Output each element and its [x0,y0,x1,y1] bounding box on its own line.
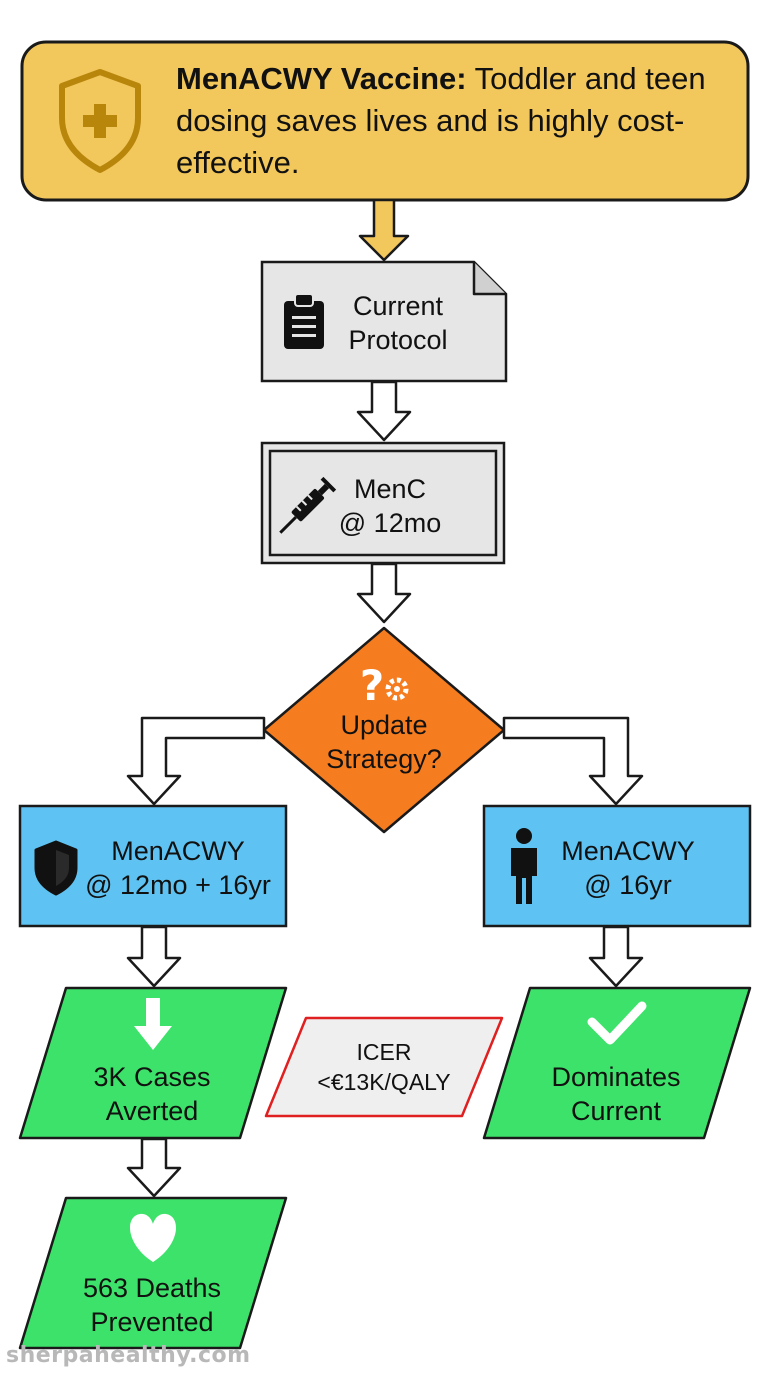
menc-line1: MenC [353,474,427,504]
icer-label: ICER <€13K/QALY [300,1034,468,1100]
option-right-line1: MenACWY [561,836,695,866]
shield-plus-icon [59,69,141,173]
icer-box [264,1016,504,1118]
option-left-label: MenACWY @ 12mo + 16yr [76,832,280,904]
decision-diamond [262,626,506,834]
cases-box [18,986,288,1140]
deaths-box [18,1196,288,1350]
svg-text:?: ? [360,661,384,710]
header-title-bold: MenACWY Vaccine: [176,61,467,96]
cases-line1: 3K Cases [93,1062,211,1092]
arrow-cases-to-deaths [126,1137,182,1198]
cases-label: 3K Cases Averted [62,1058,242,1130]
check-icon [587,1001,647,1045]
deaths-label: 563 Deaths Prevented [58,1270,246,1340]
menc-line2: @ 12mo [338,508,442,538]
watermark: sherpahealthy.com [6,1343,251,1368]
dominates-line2: Current [570,1096,662,1126]
deaths-line1: 563 Deaths [82,1273,222,1303]
arrow-decision-to-left [126,716,266,806]
cases-line2: Averted [105,1096,199,1126]
current-protocol-label: Current Protocol [334,286,462,360]
decision-label: Update Strategy? [310,706,458,778]
syringe-icon [279,476,337,534]
header-title-rest: Toddler and teen dosing saves lives and … [176,61,706,180]
decision-line2: Strategy? [326,744,442,774]
shield-icon [34,840,78,896]
down-arrow-icon [134,998,172,1050]
header-title: MenACWY Vaccine: Toddler and teen dosing… [176,58,736,184]
dominates-line1: Dominates [551,1062,681,1092]
person-icon [511,828,537,904]
dominates-box [482,986,752,1140]
arrow-right-to-dominates [588,925,644,988]
option-left-line2: @ 12mo + 16yr [85,870,271,900]
option-right-label: MenACWY @ 16yr [550,832,706,904]
decision-line1: Update [340,710,428,740]
heart-icon [130,1213,176,1262]
arrow-decision-to-right [502,716,644,806]
current-protocol-line2: Protocol [348,325,448,355]
arrow-menc-to-decision [356,562,412,624]
clipboard-icon [284,293,324,349]
menc-label: MenC @ 12mo [330,470,450,542]
arrow-left-to-cases [126,925,182,988]
arrow-header-to-protocol [358,198,410,262]
option-left-line1: MenACWY [111,836,245,866]
deaths-line2: Prevented [90,1307,214,1337]
current-protocol-line1: Current [352,291,444,321]
arrow-protocol-to-menc [356,380,412,442]
dominates-label: Dominates Current [524,1058,708,1130]
question-gear-icon: ? [360,661,409,710]
icer-line1: ICER [356,1039,412,1065]
icer-line2: <€13K/QALY [317,1069,451,1095]
current-protocol-box [260,260,508,383]
option-right-line2: @ 16yr [584,870,672,900]
